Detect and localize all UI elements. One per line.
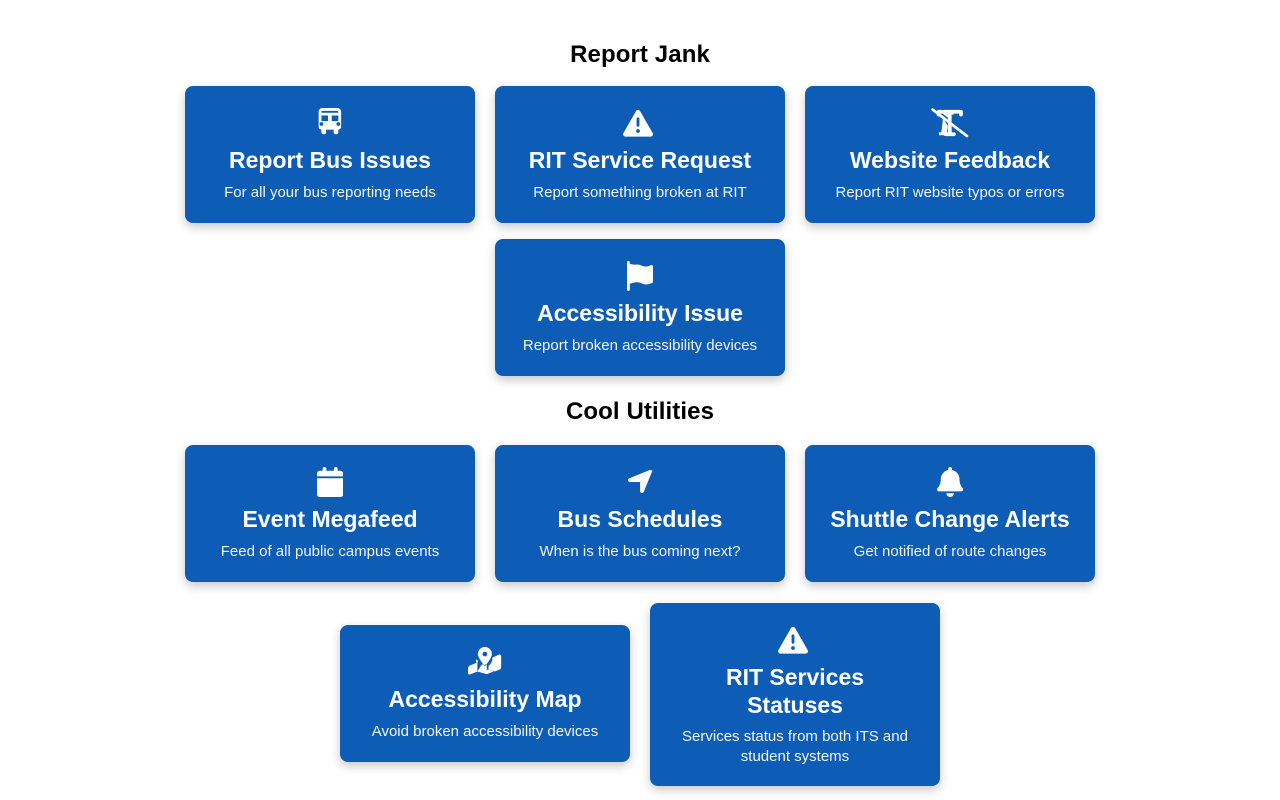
card-title: RIT Services Statuses [725,664,865,718]
card-rit-services-statuses[interactable]: RIT Services Statuses Services status fr… [650,603,940,787]
card-website-feedback[interactable]: Website Feedback Report RIT website typo… [805,86,1095,223]
card-accessibility-issue[interactable]: Accessibility Issue Report broken access… [495,239,785,376]
card-title: Report Bus Issues [229,147,431,173]
warning-triangle-icon [778,625,812,655]
bus-icon [313,108,347,138]
card-description: Report broken accessibility devices [522,336,758,354]
card-accessibility-map[interactable]: Accessibility Map Avoid broken accessibi… [340,625,630,762]
card-description: Report RIT website typos or errors [835,183,1065,201]
page-title: Report Jank [570,41,710,68]
card-description: Get notified of route changes [853,542,1047,560]
flag-icon [626,261,654,291]
card-description: Report something broken at RIT [533,183,747,201]
card-row-report-jank-secondary: Accessibility Issue Report broken access… [0,239,1280,376]
card-description: Feed of all public campus events [220,542,440,560]
card-title: Accessibility Issue [537,300,743,326]
card-description: Services status from both ITS and studen… [682,728,908,765]
card-rit-service-request[interactable]: RIT Service Request Report something bro… [495,86,785,223]
map-location-icon [468,647,502,677]
card-description: Avoid broken accessibility devices [371,722,599,740]
warning-triangle-icon [623,108,657,138]
card-row-cool-utilities-secondary: Accessibility Map Avoid broken accessibi… [0,603,1280,787]
card-row-report-jank-primary: Report Bus Issues For all your bus repor… [0,86,1280,223]
card-title: Website Feedback [849,147,1051,173]
bell-icon [936,467,964,497]
card-title: Shuttle Change Alerts [830,506,1070,532]
card-row-cool-utilities-primary: Event Megafeed Feed of all public campus… [0,445,1280,582]
section-cool-utilities: Cool Utilities Event Megafeed Feed of al… [0,376,1280,787]
calendar-icon [316,467,344,497]
card-title: Accessibility Map [388,686,582,712]
card-bus-schedules[interactable]: Bus Schedules When is the bus coming nex… [495,445,785,582]
card-event-megafeed[interactable]: Event Megafeed Feed of all public campus… [185,445,475,582]
text-slash-icon [931,108,969,138]
card-description: For all your bus reporting needs [224,183,436,201]
location-arrow-icon [627,467,653,497]
card-title: Event Megafeed [242,506,418,532]
card-title: RIT Service Request [528,147,752,173]
card-report-bus-issues[interactable]: Report Bus Issues For all your bus repor… [185,86,475,223]
card-shuttle-change-alerts[interactable]: Shuttle Change Alerts Get notified of ro… [805,445,1095,582]
card-title: Bus Schedules [557,506,723,532]
section-title-cool-utilities: Cool Utilities [565,398,715,425]
card-description: When is the bus coming next? [539,542,741,560]
section-report-jank: Report Jank Report Bus Issues For all yo… [0,0,1280,376]
